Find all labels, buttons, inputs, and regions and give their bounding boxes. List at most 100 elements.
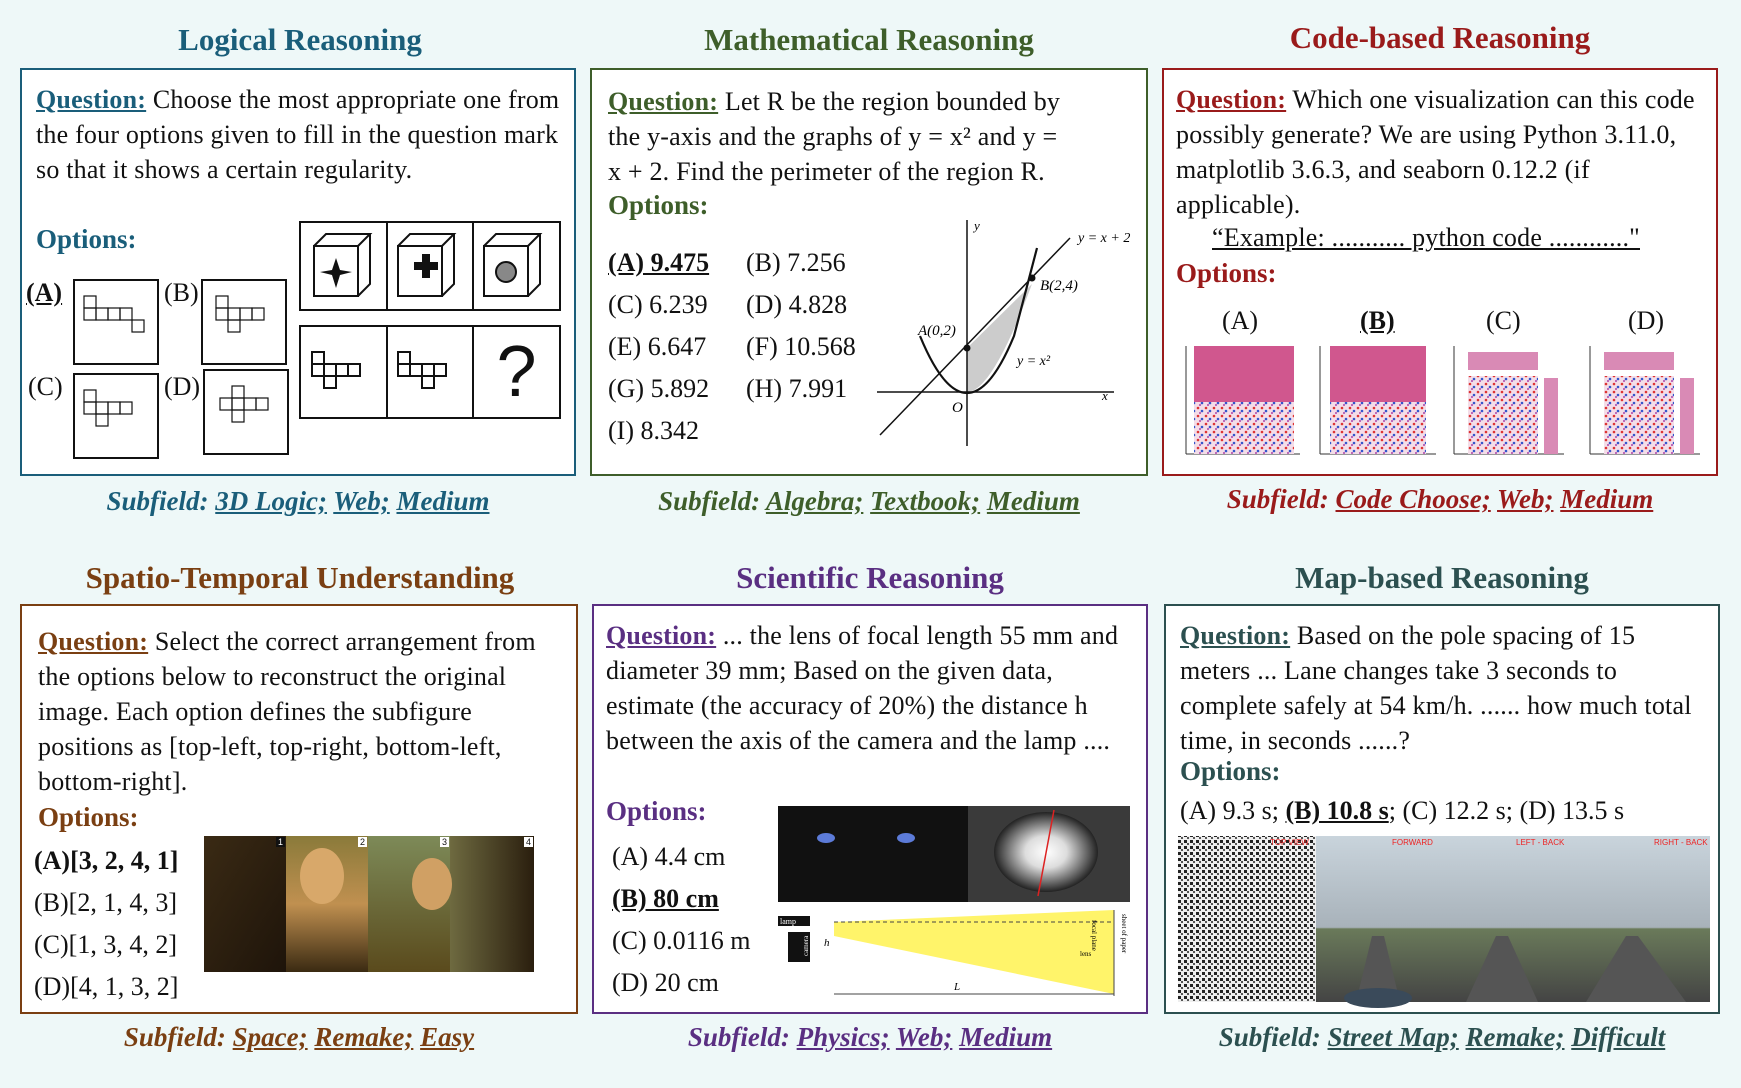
option-c: (C)[1, 3, 4, 2] — [34, 930, 177, 959]
view-top: TOP VIEW — [1270, 838, 1309, 847]
subfield-source: Web; — [333, 486, 390, 516]
logical-question: Question: Choose the most appropriate on… — [36, 82, 564, 187]
subfield-source: Remake; — [1465, 1022, 1565, 1052]
math-panel: Question: Let R be the region bounded by… — [590, 68, 1148, 476]
question-label: Question: — [606, 621, 717, 650]
subfield-topic: 3D Logic; — [215, 486, 327, 516]
option-b-label: (B) — [164, 278, 199, 307]
code-question: Question: Which one visualization can th… — [1176, 82, 1708, 222]
option-f: (F) 10.568 — [746, 332, 856, 361]
option-b-label: (B) — [1360, 306, 1395, 335]
map-subfield: Subfield: Street Map; Remake; Difficult — [1164, 1022, 1720, 1053]
map-question: Question: Based on the pole spacing of 1… — [1180, 618, 1710, 758]
map-title: Map-based Reasoning — [1295, 560, 1589, 595]
option-h: (H) 7.991 — [746, 374, 848, 403]
subfield-prefix: Subfield: — [1218, 1022, 1321, 1052]
science-subfield: Subfield: Physics; Web; Medium — [592, 1022, 1148, 1053]
option-b: (B) 10.8 s — [1285, 796, 1389, 825]
option-c: (C) 6.239 — [608, 290, 708, 319]
code-example: “Example: ........... python code ......… — [1212, 223, 1640, 252]
options-label: Options: — [1176, 258, 1277, 288]
tile-number-4: 4 — [524, 837, 534, 847]
view-right-back: RIGHT - BACK — [1654, 838, 1708, 847]
focal-label: focal plane — [1090, 920, 1098, 951]
logical-title: Logical Reasoning — [178, 22, 422, 57]
lens-label: lens — [1080, 950, 1092, 958]
lamp-label: lamp — [780, 917, 796, 926]
tile-number-2: 2 — [358, 837, 368, 847]
logical-panel: Question: Choose the most appropriate on… — [20, 68, 576, 476]
question-text: Choose the most appropriate one from the… — [36, 85, 560, 184]
options-label: Options: — [38, 802, 139, 832]
question-label: Question: — [38, 627, 149, 656]
subfield-difficulty: Easy — [420, 1022, 475, 1052]
code-title: Code-based Reasoning — [1289, 20, 1591, 55]
option-c-label: (C) — [28, 372, 63, 401]
option-d-label: (D) — [1628, 306, 1665, 335]
option-d: (D) 4.828 — [746, 290, 848, 319]
option-g: (G) 5.892 — [608, 374, 710, 403]
option-d: (D) 20 cm — [612, 968, 719, 997]
code-panel: Question: Which one visualization can th… — [1162, 68, 1718, 476]
h-label: h — [824, 937, 830, 949]
options-label: Options: — [1180, 756, 1281, 786]
option-c: (C) 0.0116 m — [612, 926, 751, 955]
x-axis-label: x — [1101, 388, 1108, 403]
question-label: Question: — [36, 85, 147, 114]
option-a: (A) 4.4 cm — [612, 842, 726, 871]
line-label: y = x + 2 — [1076, 231, 1130, 246]
view-forward: FORWARD — [1392, 838, 1433, 847]
point-a-label: A(0,2) — [917, 323, 956, 339]
option-b: (B) 80 cm — [612, 884, 719, 913]
subfield-difficulty: Difficult — [1571, 1022, 1666, 1052]
question-label: Question: — [1180, 621, 1291, 650]
option-e: (E) 6.647 — [608, 332, 707, 361]
option-d: (D)[4, 1, 3, 2] — [34, 972, 179, 1001]
option-a-label: (A) — [1222, 306, 1259, 335]
option-b: (B)[2, 1, 4, 3] — [34, 888, 177, 917]
question-text: Select the correct arrangement from the … — [38, 627, 536, 796]
subfield-difficulty: Medium — [1560, 484, 1654, 514]
subfield-difficulty: Medium — [986, 486, 1080, 516]
question-line1: Let R be the region bounded by — [724, 87, 1061, 116]
math-subfield: Subfield: Algebra; Textbook; Medium — [590, 486, 1148, 517]
option-d-label: (D) — [164, 372, 201, 401]
subfield-source: Remake; — [314, 1022, 414, 1052]
options-label: Options: — [608, 190, 709, 220]
option-i: (I) 8.342 — [608, 416, 699, 445]
option-a-label: (A) — [26, 278, 63, 307]
l-label: L — [953, 981, 960, 993]
option-rest: ; (C) 12.2 s; (D) 13.5 s — [1388, 796, 1625, 825]
question-line3: x + 2. Find the perimeter of the region … — [608, 157, 1045, 186]
sheet-label: sheet of paper — [1120, 914, 1128, 954]
subfield-difficulty: Medium — [396, 486, 490, 516]
subfield-prefix: Subfield: — [687, 1022, 790, 1052]
tile-number-1: 1 — [276, 837, 286, 847]
option-a: (A) 9.3 s; — [1180, 796, 1279, 825]
subfield-source: Textbook; — [870, 486, 981, 516]
options-line: (A) 9.3 s; (B) 10.8 s; (C) 12.2 s; (D) 1… — [1180, 796, 1624, 826]
question-line2: the y-axis and the graphs of y = x² and … — [608, 122, 1058, 151]
origin-label: O — [952, 400, 963, 416]
logical-subfield: Subfield: 3D Logic; Web; Medium — [20, 486, 576, 517]
subfield-prefix: Subfield: — [123, 1022, 226, 1052]
subfield-prefix: Subfield: — [658, 486, 761, 516]
subfield-prefix: Subfield: — [106, 486, 209, 516]
subfield-difficulty: Medium — [959, 1022, 1053, 1052]
lens-setup-images: lamp camera h L lens focal plane sheet o… — [778, 806, 1130, 1008]
view-left-back: LEFT - BACK — [1516, 838, 1565, 847]
question-label: Question: — [608, 87, 719, 116]
visualization-options — [1185, 346, 1700, 455]
region-graph: y x y = x + 2 y = x² A(0,2) B(2,4) O — [877, 218, 1130, 446]
code-subfield: Subfield: Code Choose; Web; Medium — [1162, 484, 1718, 515]
question-text: Which one visualization can this code po… — [1176, 85, 1695, 219]
spatio-title: Spatio-Temporal Understanding — [85, 560, 515, 595]
street-view-images — [1178, 836, 1710, 1008]
question-text: ... the lens of focal length 55 mm and d… — [606, 621, 1119, 755]
subfield-topic: Space; — [232, 1022, 308, 1052]
tile-number-3: 3 — [440, 837, 450, 847]
subfield-topic: Physics; — [796, 1022, 890, 1052]
point-b-label: B(2,4) — [1040, 278, 1078, 294]
subfield-source: Web; — [895, 1022, 953, 1052]
question-label: Question: — [1176, 85, 1287, 114]
